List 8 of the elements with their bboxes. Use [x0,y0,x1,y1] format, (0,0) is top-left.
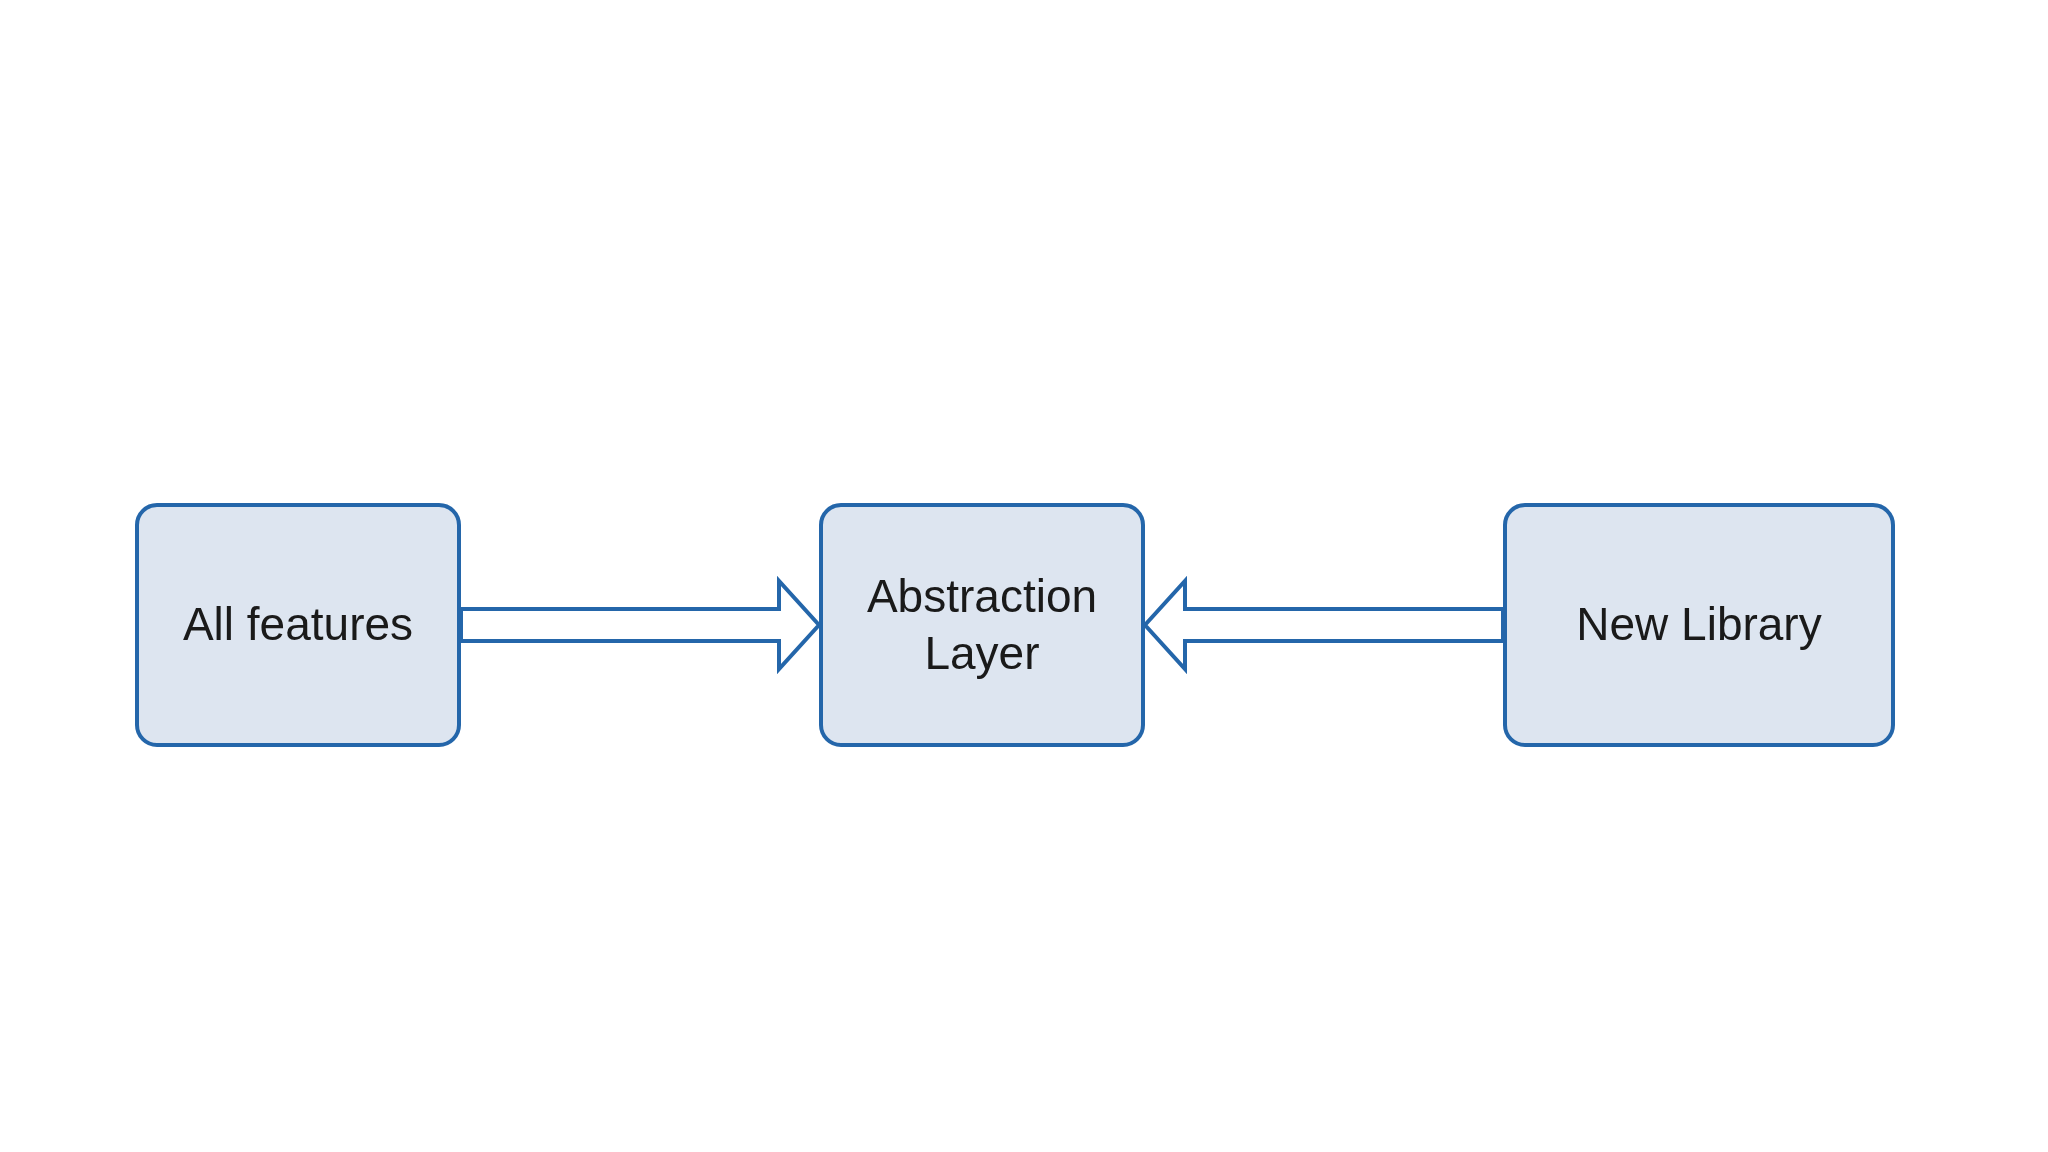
box-label: New Library [1576,597,1822,653]
hollow-arrow [1142,575,1505,675]
box-label: Abstraction Layer [865,568,1099,681]
box-label: All features [182,597,414,653]
hollow-arrow [459,575,822,675]
process-box [819,503,1145,747]
process-box [1503,503,1895,747]
process-box [135,503,461,747]
